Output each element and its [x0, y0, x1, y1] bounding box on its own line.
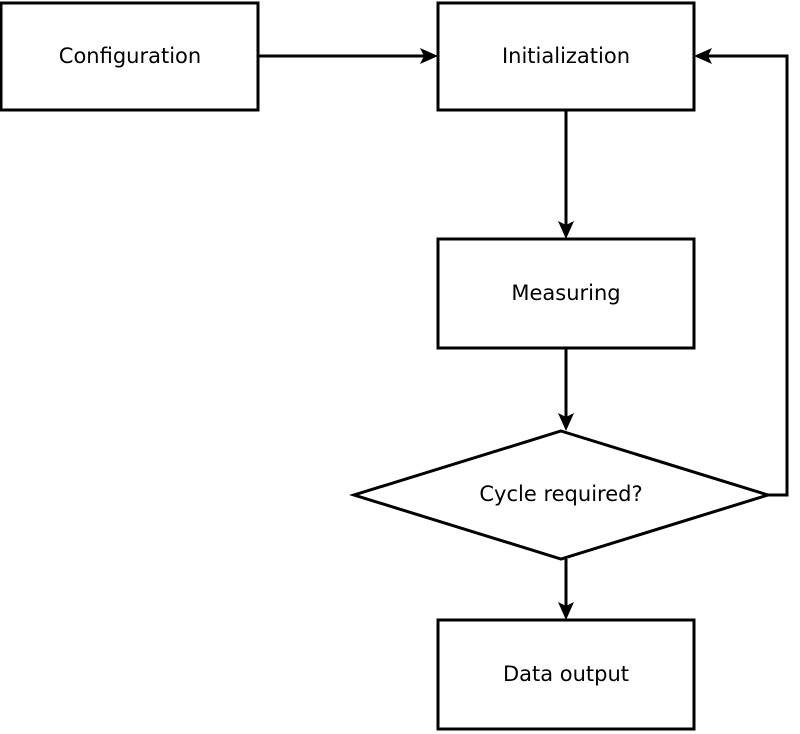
- node-measuring[interactable]: Measuring: [436, 237, 696, 350]
- arrow-head-icon-cycle-required-to-initialization-loop: [694, 48, 712, 64]
- node-label-initialization: Initialization: [502, 44, 630, 68]
- node-label-cycle-required: Cycle required?: [479, 482, 642, 506]
- arrow-head-icon-measuring-to-cycle-required: [558, 413, 574, 431]
- node-shape-data-output[interactable]: [436, 618, 696, 731]
- node-initialization[interactable]: Initialization: [436, 1, 696, 112]
- edge-measuring-to-cycle-required: [558, 348, 574, 431]
- node-label-measuring: Measuring: [511, 281, 620, 305]
- node-label-data-output: Data output: [503, 662, 629, 686]
- arrow-head-icon-initialization-to-measuring: [558, 221, 574, 239]
- node-data-output[interactable]: Data output: [436, 618, 696, 731]
- edge-cycle-required-to-initialization-loop: [694, 48, 789, 497]
- edge-initialization-to-measuring: [558, 110, 574, 239]
- node-shape-initialization[interactable]: [436, 1, 696, 112]
- node-shape-measuring[interactable]: [436, 237, 696, 350]
- edge-line-cycle-required-to-initialization-loop: [706, 54, 789, 497]
- arrow-head-icon-cycle-required-to-data-output: [558, 602, 574, 620]
- node-shape-configuration[interactable]: [0, 1, 260, 112]
- edge-cycle-required-to-data-output: [558, 559, 574, 620]
- node-cycle-required[interactable]: Cycle required?: [348, 429, 774, 561]
- node-label-configuration: Configuration: [59, 44, 201, 68]
- edge-configuration-to-initialization: [258, 48, 438, 64]
- arrow-head-icon-configuration-to-initialization: [420, 48, 438, 64]
- node-shape-cycle-required[interactable]: [348, 429, 774, 561]
- node-configuration[interactable]: Configuration: [0, 1, 260, 112]
